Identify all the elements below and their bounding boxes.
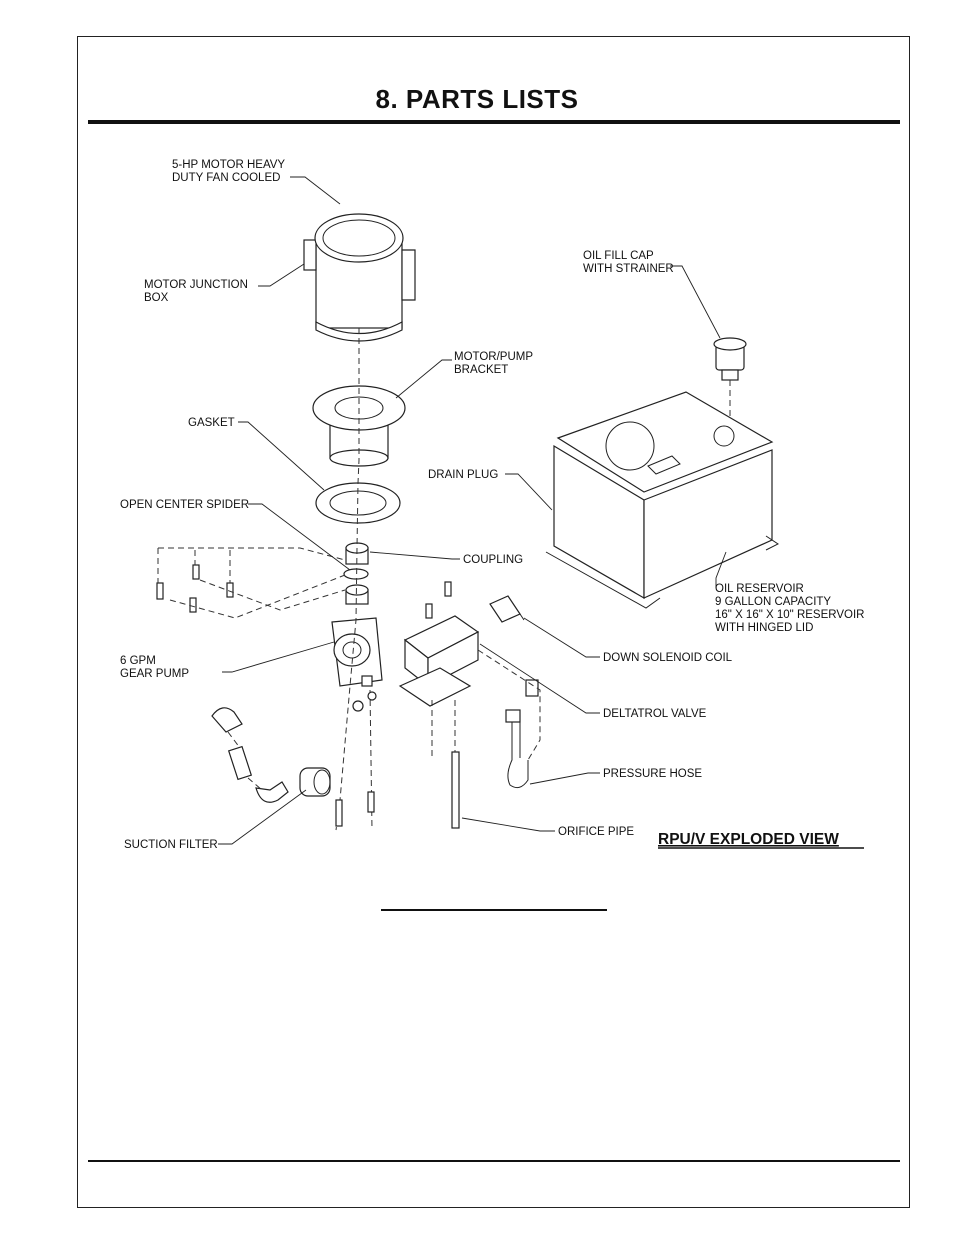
label-solenoid: DOWN SOLENOID COIL [603,652,733,664]
label-bracket-2: BRACKET [454,364,508,376]
center-axis [335,328,360,831]
page-title: 8. PARTS LISTS [375,84,579,114]
suction-filter [211,707,331,803]
label-suction-filter: SUCTION FILTER [124,839,218,851]
deltatrol-valve [398,615,480,707]
page-frame [77,36,910,1208]
blank-heading-rule [381,909,607,911]
label-spider: OPEN CENTER SPIDER [120,499,249,511]
label-oil-fill-1: OIL FILL CAP [583,250,654,262]
label-orifice-pipe: ORIFICE PIPE [558,826,634,838]
label-coupling: COUPLING [463,554,523,566]
gear-pump [331,617,383,687]
oil-fill-cap [713,337,747,430]
motor [303,213,416,342]
oil-reservoir [545,391,779,609]
label-motor-1: 5-HP MOTOR HEAVY [172,159,285,171]
solenoid-coil [489,595,525,623]
leader-lines [218,176,727,845]
label-bracket-1: MOTOR/PUMP [454,351,533,363]
label-pump-1: 6 GPM [120,655,156,667]
title-rule [88,120,900,124]
label-reservoir-3: 16" X 16" X 10" RESERVOIR [715,609,864,621]
label-deltatrol: DELTATROL VALVE [603,708,707,720]
footer-rule [88,1160,900,1162]
label-oil-fill-2: WITH STRAINER [583,263,674,275]
pressure-hose [477,649,541,789]
label-gasket: GASKET [188,417,235,429]
label-drain-plug: DRAIN PLUG [428,469,498,481]
label-pump-2: GEAR PUMP [120,668,189,680]
label-junction-2: BOX [144,292,169,304]
label-motor-2: DUTY FAN COOLED [172,172,280,184]
label-reservoir-1: OIL RESERVOIR [715,583,804,595]
figure-caption: RPU/V EXPLODED VIEW [658,831,839,848]
coupling [343,542,369,605]
label-junction-1: MOTOR JUNCTION [144,279,248,291]
orifice-pipe [425,581,460,829]
mounting-bolts [156,547,346,619]
label-reservoir-4: WITH HINGED LID [715,622,813,634]
label-pressure-hose: PRESSURE HOSE [603,768,702,780]
label-reservoir-2: 9 GALLON CAPACITY [715,596,831,608]
